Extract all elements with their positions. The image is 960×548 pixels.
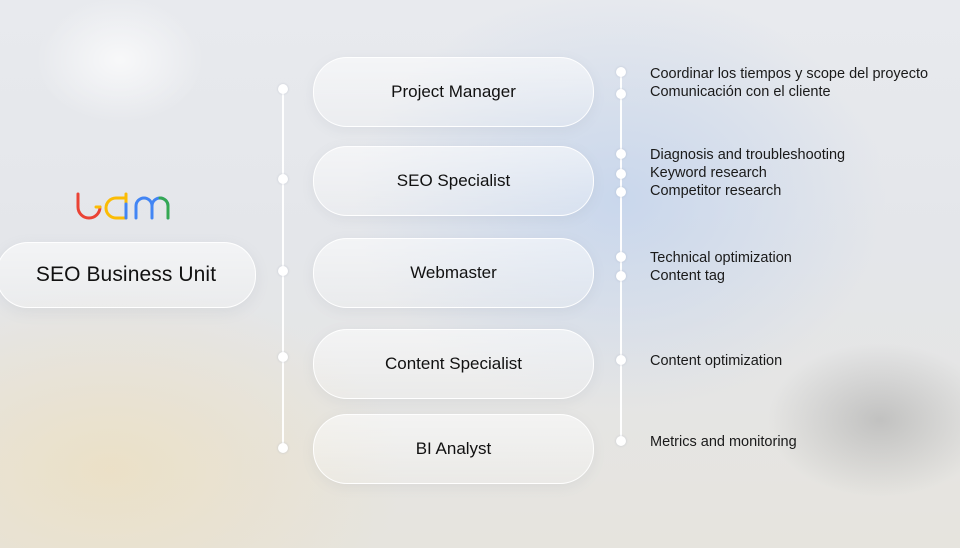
task-dot [616,169,626,179]
task-dot [616,67,626,77]
logo-letter-m-end [158,196,170,220]
task-item: Content tag [650,268,725,284]
role-seo-specialist: SEO Specialist [313,146,594,216]
task-dot [616,271,626,281]
role-content-specialist: Content Specialist [313,329,594,399]
logo-letter-u [76,192,102,220]
task-dot [616,252,626,262]
task-item: Coordinar los tiempos y scope del proyec… [650,66,929,82]
role-label: Content Specialist [384,354,523,373]
role-webmaster: Webmaster [313,238,594,308]
role-dot [278,266,288,276]
task-item: Competitor research [650,183,782,199]
role-label: Project Manager [391,82,516,101]
business-unit-label: SEO Business Unit [35,263,217,286]
role-dot [278,352,288,362]
role-dot [278,443,288,453]
task-dot [616,89,626,99]
role-label: SEO Specialist [396,171,511,190]
task-item: Keyword research [650,165,767,181]
logo-letter-m [134,196,170,220]
role-project-manager: Project Manager [313,57,594,127]
logo-letter-d [104,192,128,220]
task-dot [616,436,626,446]
role-dot [278,174,288,184]
task-item: Technical optimization [650,250,792,266]
business-unit-node: SEO Business Unit [0,242,256,308]
udm-logo [76,192,170,220]
role-label: Webmaster [410,263,497,282]
task-item: Content optimization [650,353,783,369]
task-item: Metrics and monitoring [650,434,797,450]
role-label: BI Analyst [415,439,492,458]
task-item: Diagnosis and troubleshooting [650,147,846,163]
task-dot [616,355,626,365]
role-bi-analyst: BI Analyst [313,414,594,484]
task-item: Comunicación con el cliente [650,84,831,100]
task-dot [616,187,626,197]
role-dot [278,84,288,94]
task-dot [616,149,626,159]
